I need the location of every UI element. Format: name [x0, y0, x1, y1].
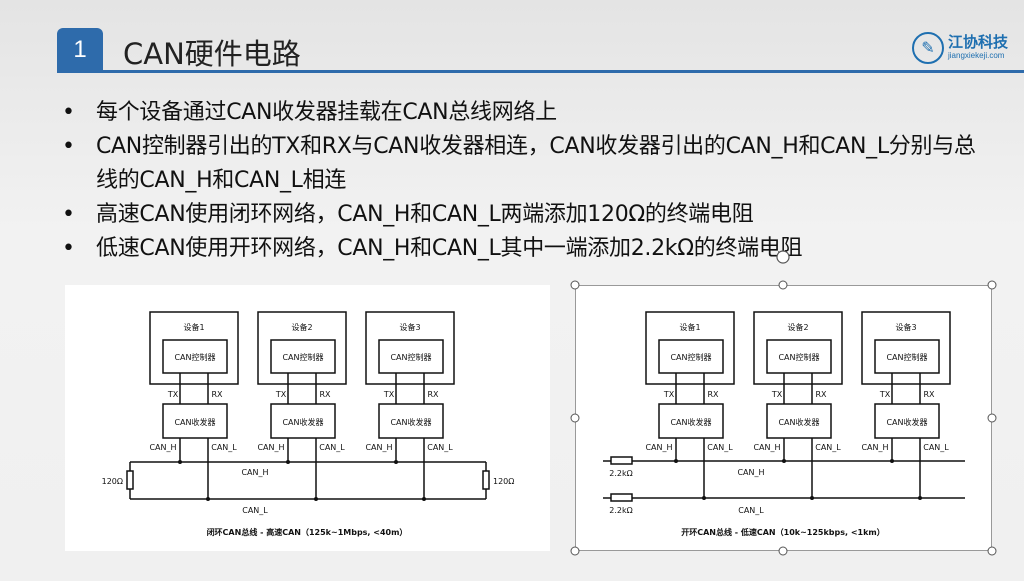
can-controller-box [658, 339, 724, 374]
canl-label: CAN_L [815, 443, 841, 452]
can-transceiver-label: CAN收发器 [778, 417, 819, 427]
can-controller-label: CAN控制器 [670, 352, 711, 362]
can-transceiver-label: CAN收发器 [670, 417, 711, 427]
bus-can-h-label: CAN_H [241, 468, 268, 477]
can-controller-box [162, 339, 228, 374]
bus-can-l-label: CAN_L [242, 506, 268, 515]
bus-can-l-label: CAN_L [738, 506, 764, 515]
termination-resistor [610, 493, 633, 502]
canh-label: CAN_H [149, 443, 176, 452]
device-label: 设备3 [895, 322, 916, 332]
logo: ✎ 江协科技 jiangxiekeji.com [912, 32, 1008, 64]
diagram-caption: 闭环CAN总线 - 高速CAN（125k~1Mbps, <40m） [207, 527, 408, 537]
bullet-item: 每个设备通过CAN收发器挂载在CAN总线网络上 [62, 96, 1012, 130]
rx-label: RX [923, 390, 935, 399]
can-transceiver-label: CAN收发器 [282, 417, 323, 427]
device-label: 设备2 [787, 322, 808, 332]
resize-handle[interactable] [987, 413, 997, 423]
canl-label: CAN_L [211, 443, 237, 452]
resize-handle[interactable] [570, 280, 580, 290]
can-controller-box [874, 339, 940, 374]
rotate-handle-icon[interactable] [776, 250, 790, 264]
logo-url: jiangxiekeji.com [948, 51, 1005, 60]
section-number-badge: 1 [57, 28, 103, 71]
can-transceiver-label: CAN收发器 [174, 417, 215, 427]
termination-resistor [126, 470, 134, 490]
canh-label: CAN_H [257, 443, 284, 452]
can-transceiver-label: CAN收发器 [886, 417, 927, 427]
resize-handle[interactable] [778, 280, 788, 290]
can-controller-label: CAN控制器 [282, 352, 323, 362]
canh-label: CAN_H [753, 443, 780, 452]
can-transceiver-box [270, 403, 336, 439]
device-label: 设备1 [183, 322, 204, 332]
can-controller-box [766, 339, 832, 374]
tx-label: TX [663, 390, 675, 399]
termination-resistor [610, 456, 633, 465]
bullet-list: 每个设备通过CAN收发器挂载在CAN总线网络上 CAN控制器引出的TX和RX与C… [62, 96, 1012, 266]
resize-handle[interactable] [778, 546, 788, 556]
can-transceiver-box [766, 403, 832, 439]
can-controller-label: CAN控制器 [390, 352, 431, 362]
can-controller-box [270, 339, 336, 374]
termination-resistor [482, 470, 490, 490]
section-number: 1 [73, 35, 87, 63]
canl-label: CAN_L [319, 443, 345, 452]
rx-label: RX [707, 390, 719, 399]
tx-label: TX [879, 390, 891, 399]
device-label: 设备3 [399, 322, 420, 332]
can-transceiver-box [874, 403, 940, 439]
resize-handle[interactable] [987, 280, 997, 290]
tx-label: TX [167, 390, 179, 399]
bullet-item: CAN控制器引出的TX和RX与CAN收发器相连，CAN收发器引出的CAN_H和C… [62, 130, 996, 198]
rx-label: RX [815, 390, 827, 399]
rx-label: RX [427, 390, 439, 399]
resize-handle[interactable] [570, 413, 580, 423]
canh-label: CAN_H [645, 443, 672, 452]
resistor-label: 2.2kΩ [609, 469, 632, 478]
resize-handle[interactable] [570, 546, 580, 556]
can-controller-box [378, 339, 444, 374]
bus-can-h-label: CAN_H [737, 468, 764, 477]
device-label: 设备1 [679, 322, 700, 332]
can-transceiver-box [378, 403, 444, 439]
bullet-item: 低速CAN使用开环网络，CAN_H和CAN_L其中一端添加2.2kΩ的终端电阻 [62, 232, 1012, 266]
device-label: 设备2 [291, 322, 312, 332]
tx-label: TX [275, 390, 287, 399]
canl-label: CAN_L [427, 443, 453, 452]
can-transceiver-box [162, 403, 228, 439]
can-controller-label: CAN控制器 [174, 352, 215, 362]
rx-label: RX [211, 390, 223, 399]
resize-handle[interactable] [987, 546, 997, 556]
canl-label: CAN_L [707, 443, 733, 452]
tx-label: TX [771, 390, 783, 399]
resistor-label: 120Ω [493, 477, 514, 486]
can-controller-label: CAN控制器 [778, 352, 819, 362]
bullet-item: 高速CAN使用闭环网络，CAN_H和CAN_L两端添加120Ω的终端电阻 [62, 198, 1012, 232]
resistor-label: 120Ω [102, 477, 123, 486]
canh-label: CAN_H [365, 443, 392, 452]
canl-label: CAN_L [923, 443, 949, 452]
can-controller-label: CAN控制器 [886, 352, 927, 362]
title-underline [57, 70, 1024, 73]
slide-title: CAN硬件电路 [123, 37, 301, 71]
diagram-caption: 开环CAN总线 - 低速CAN（10k~125kbps, <1km） [681, 527, 885, 537]
logo-icon: ✎ [912, 32, 944, 64]
logo-name: 江协科技 [948, 34, 1009, 51]
can-transceiver-label: CAN收发器 [390, 417, 431, 427]
tx-label: TX [383, 390, 395, 399]
canh-label: CAN_H [861, 443, 888, 452]
rx-label: RX [319, 390, 331, 399]
resistor-label: 2.2kΩ [609, 506, 632, 515]
can-transceiver-box [658, 403, 724, 439]
